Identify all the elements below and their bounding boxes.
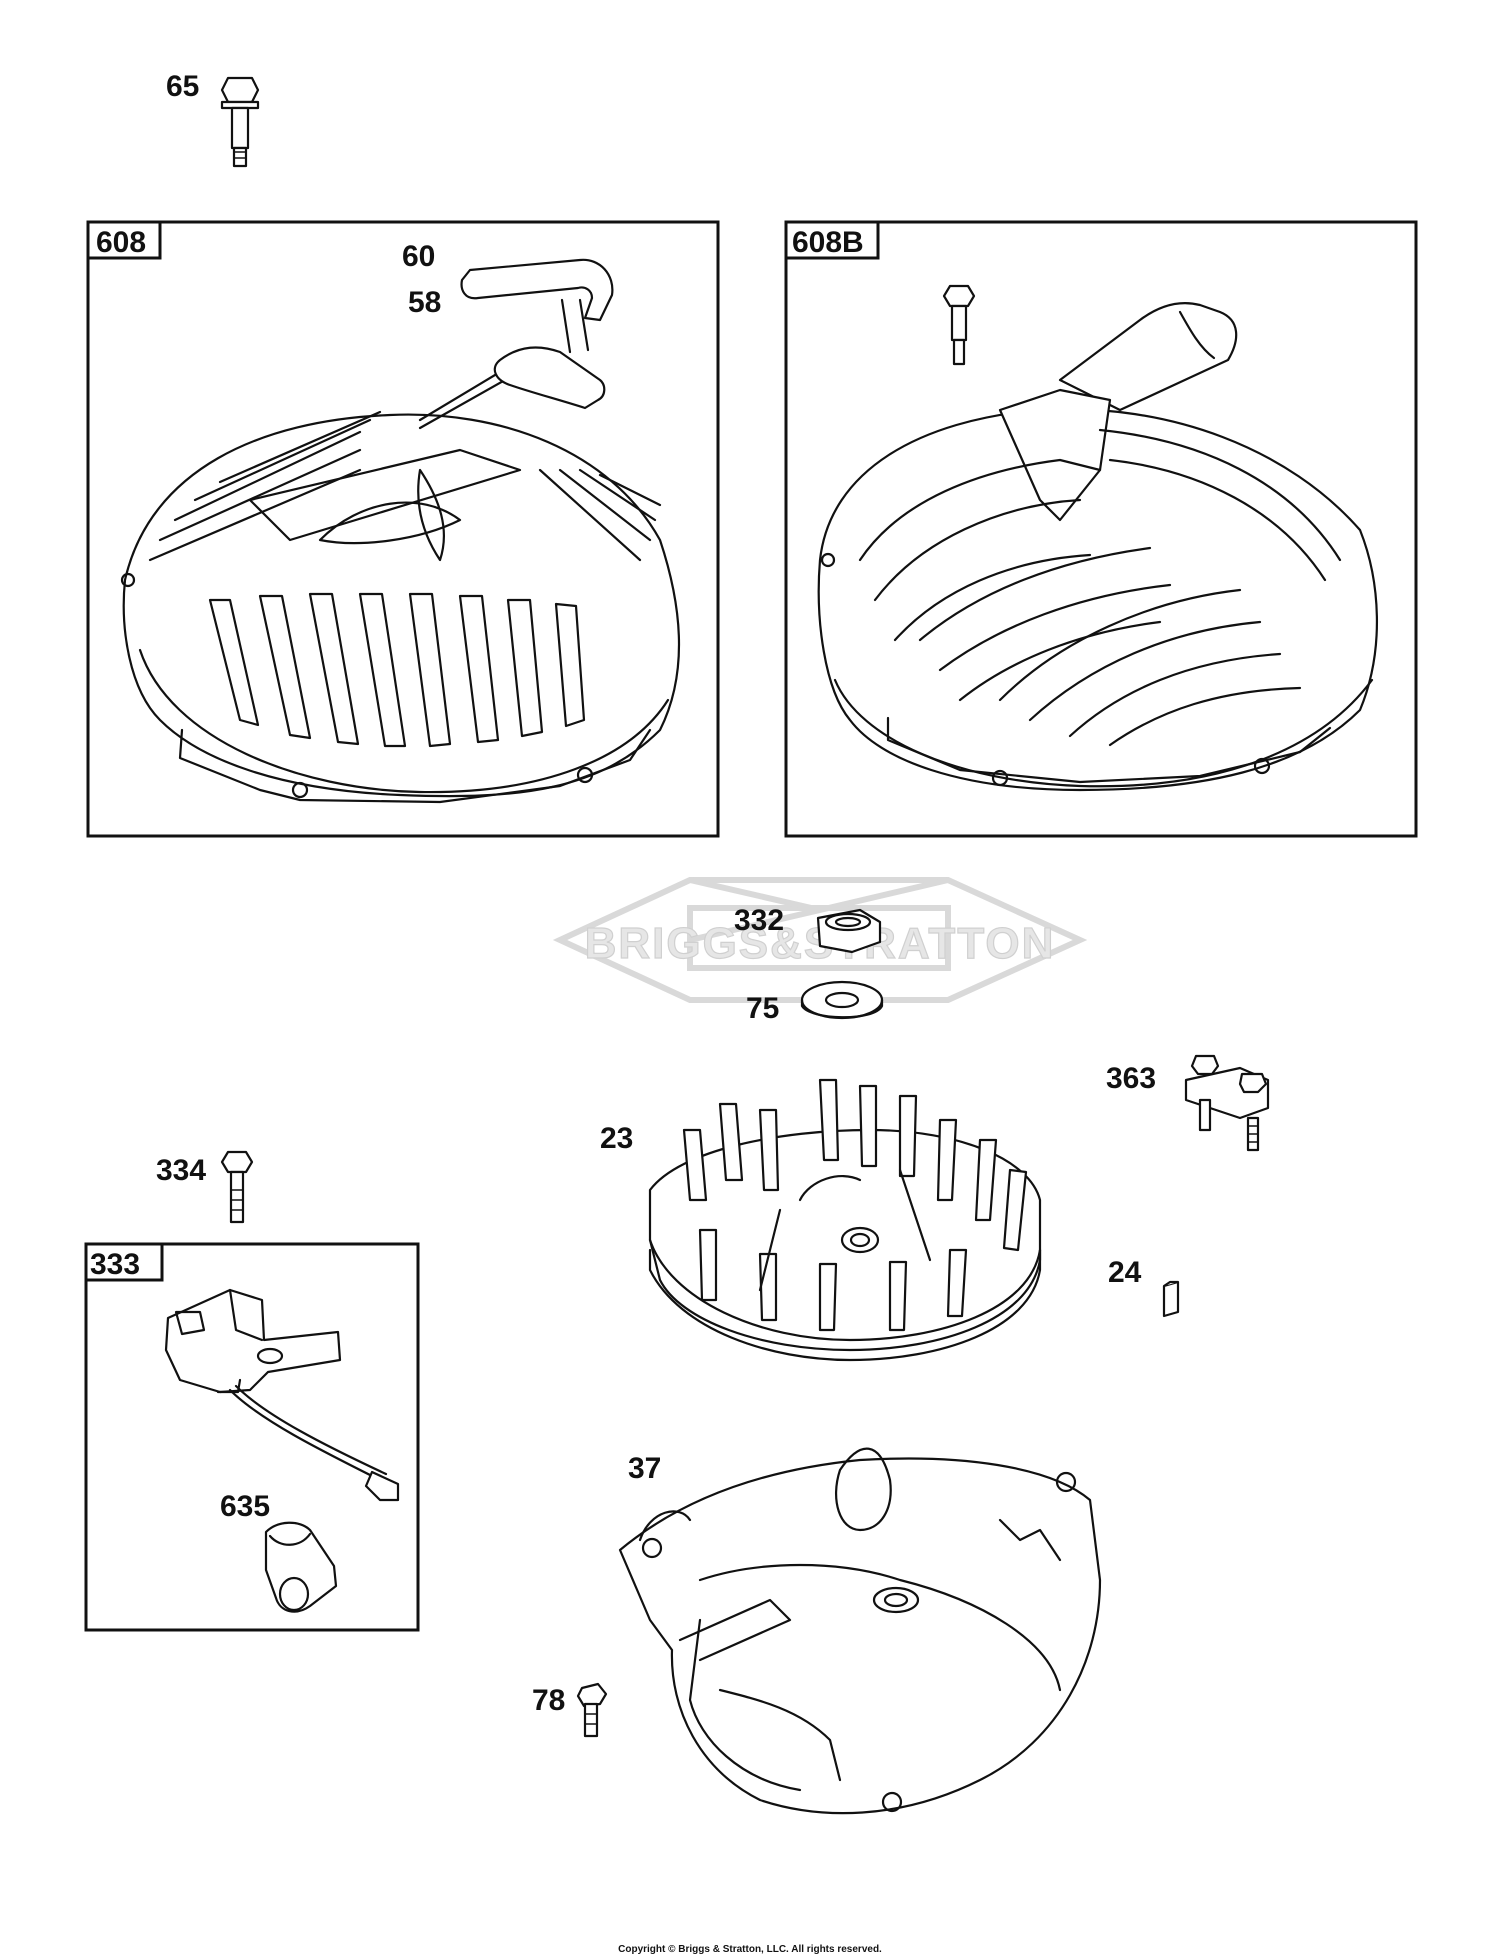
box-333 (84, 1242, 420, 1632)
part-334-bolt (220, 1150, 254, 1224)
part-65-bolt (220, 76, 260, 168)
callout-635: 635 (220, 1490, 270, 1523)
box-608 (86, 220, 720, 838)
box-608-label: 608 (96, 226, 146, 259)
part-608B-rewind-starter (817, 284, 1378, 792)
part-24-key (1162, 1280, 1180, 1318)
part-332-nut (816, 908, 882, 954)
box-608B (784, 220, 1418, 838)
callout-65: 65 (166, 70, 199, 103)
copyright-footer: Copyright © Briggs & Stratton, LLC. All … (618, 1944, 882, 1955)
part-635-spark-plug-boot (264, 1521, 338, 1613)
part-23-flywheel (648, 1078, 1042, 1362)
callout-24: 24 (1108, 1256, 1142, 1289)
callout-363: 363 (1106, 1062, 1156, 1095)
callout-75: 75 (746, 992, 779, 1025)
callout-60: 60 (402, 240, 435, 273)
callout-58: 58 (408, 286, 441, 319)
box-333-label: 333 (90, 1248, 140, 1281)
part-75-washer (800, 980, 884, 1020)
part-333-armature (164, 1288, 400, 1502)
callout-23: 23 (600, 1122, 633, 1155)
part-37-blower-housing (618, 1447, 1102, 1815)
callout-78: 78 (532, 1684, 565, 1717)
callout-332: 332 (734, 904, 784, 937)
callout-334: 334 (156, 1154, 206, 1187)
box-608B-label: 608B (792, 226, 864, 259)
part-608-rewind-starter (120, 258, 681, 804)
callout-37: 37 (628, 1452, 661, 1485)
part-78-bolt (576, 1682, 608, 1738)
part-363-bracket (1184, 1054, 1270, 1152)
